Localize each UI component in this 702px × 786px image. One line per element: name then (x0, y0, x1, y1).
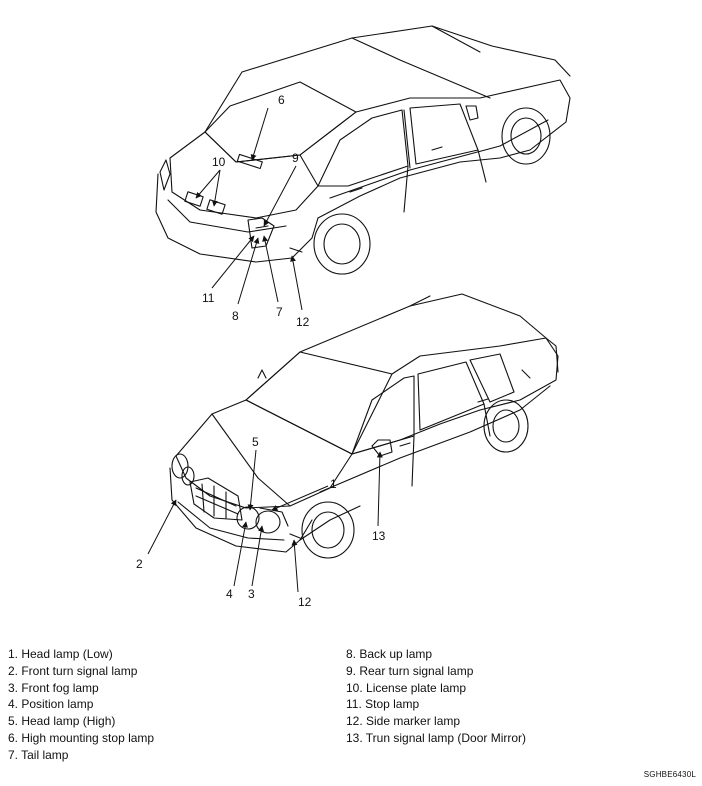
callout-1: 1 (330, 477, 337, 491)
legend-right-column: 8. Back up lamp 9. Rear turn signal lamp… (346, 646, 526, 747)
legend-left-column: 1. Head lamp (Low) 2. Front turn signal … (8, 646, 154, 764)
callout-12-front: 12 (298, 595, 312, 609)
legend-item: 4. Position lamp (8, 697, 94, 712)
rear-callout-leaders (195, 107, 303, 311)
lamp-location-diagram: 6 10 9 11 8 7 12 (136, 25, 571, 609)
callout-13: 13 (372, 529, 386, 543)
legend-item: 13. Trun signal lamp (Door Mirror) (346, 730, 527, 745)
legend-item: 11. Stop lamp (346, 697, 420, 712)
callout-6: 6 (278, 93, 285, 107)
rear-callout-labels: 6 10 9 11 8 7 12 (202, 93, 310, 329)
legend-item: 7. Tail lamp (8, 747, 69, 762)
figure-code: SGHBE6430L (643, 770, 696, 779)
legend-item: 6. High mounting stop lamp (8, 730, 155, 745)
legend-item: 5. Head lamp (High) (8, 714, 116, 729)
legend-item: 10. License plate lamp (346, 680, 467, 695)
callout-2: 2 (136, 557, 143, 571)
callout-8: 8 (232, 309, 239, 323)
front-car-drawing (169, 293, 559, 559)
legend-item: 8. Back up lamp (346, 647, 433, 661)
legend-item: 2. Front turn signal lamp (8, 663, 138, 678)
legend-item: 3. Front fog lamp (8, 680, 99, 695)
legend-item: 9. Rear turn signal lamp (346, 663, 474, 678)
callout-4: 4 (226, 587, 233, 601)
legend-item: 1. Head lamp (Low) (8, 647, 113, 661)
callout-11: 11 (202, 291, 215, 305)
front-callout-leaders (147, 449, 383, 593)
callout-12-rear: 12 (296, 315, 310, 329)
legend-item: 12. Side marker lamp (346, 714, 461, 729)
callout-7: 7 (276, 305, 283, 319)
callout-9: 9 (292, 151, 299, 165)
front-callout-labels: 5 1 13 2 4 3 12 (136, 435, 386, 609)
callout-3: 3 (248, 587, 255, 601)
rear-car-drawing (155, 25, 571, 275)
callout-10: 10 (212, 155, 226, 169)
callout-5: 5 (252, 435, 259, 449)
